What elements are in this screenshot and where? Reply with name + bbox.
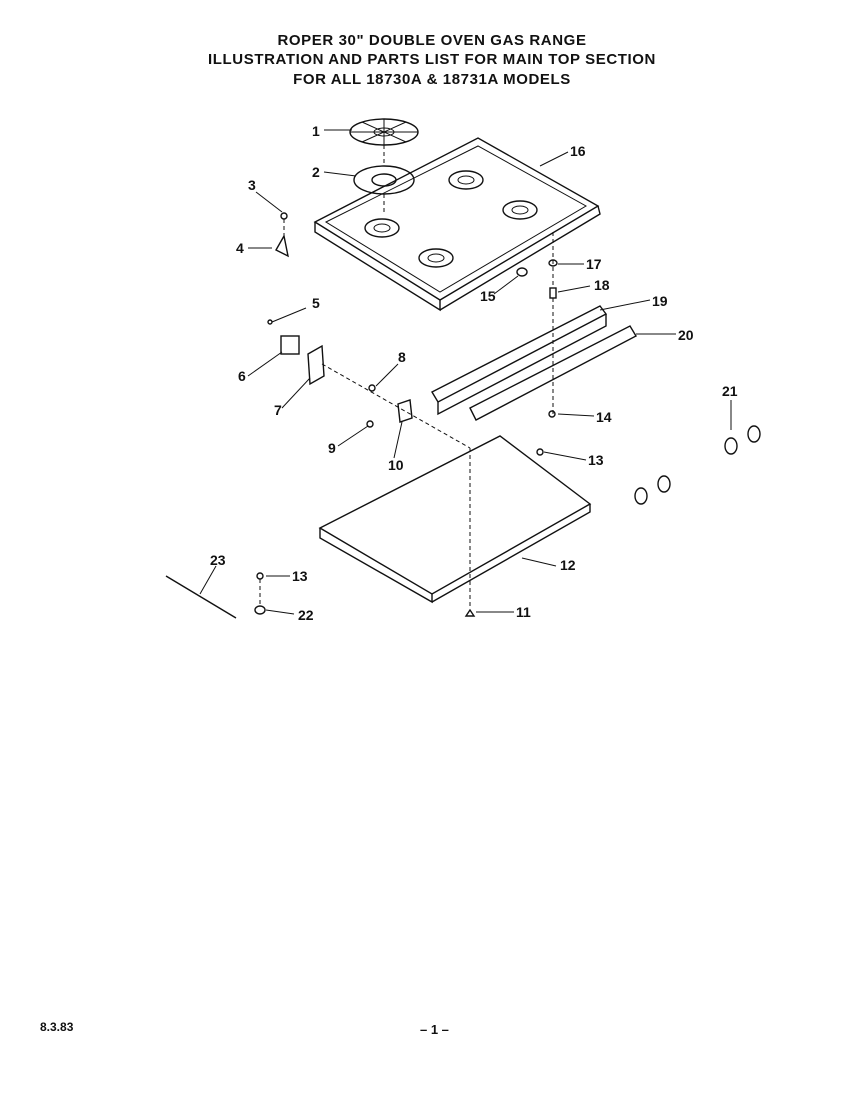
screw-8: [368, 384, 376, 392]
callout-10: 10: [388, 457, 404, 473]
callout-11: 11: [516, 604, 531, 620]
front-rail-19: [431, 305, 608, 416]
callout-1: 1: [312, 123, 320, 139]
callout-23: 23: [210, 552, 226, 568]
burner-grate: [349, 118, 419, 146]
callout-7: 7: [274, 402, 282, 418]
callout-18: 18: [594, 277, 610, 293]
assembly-lines: [259, 145, 554, 608]
callout-15: 15: [480, 288, 496, 304]
callout-5: 5: [312, 295, 320, 311]
callout-19: 19: [652, 293, 668, 309]
rod-23: [165, 575, 237, 619]
clip-22: [254, 605, 266, 615]
callout-16: 16: [570, 143, 586, 159]
callout-22: 22: [298, 607, 314, 623]
callout-12: 12: [560, 557, 576, 573]
screw-9: [366, 420, 374, 428]
callout-14: 14: [596, 409, 612, 425]
callout-13-bottom: 13: [292, 568, 308, 584]
callout-21: 21: [722, 383, 738, 399]
main-cooktop: [313, 137, 601, 312]
bracket-7: [307, 344, 325, 386]
screw-14: [548, 410, 556, 418]
callout-3: 3: [248, 177, 256, 193]
callout-2: 2: [312, 164, 320, 180]
diagram-title-line-1: ROPER 30" DOUBLE OVEN GAS RANGE: [277, 32, 587, 49]
callout-8: 8: [398, 349, 406, 365]
callout-9: 9: [328, 440, 336, 456]
rail-20: [469, 325, 637, 421]
control-knobs: [634, 425, 761, 505]
screw-13-top: [536, 448, 544, 456]
lower-panel-12: [318, 435, 592, 604]
screw-13-bottom: [256, 572, 264, 580]
diagram-title-line-2: ILLUSTRATION AND PARTS LIST FOR MAIN TOP…: [208, 51, 656, 68]
screw-3: [280, 212, 288, 220]
screw-18: [549, 287, 557, 299]
callout-6: 6: [238, 368, 246, 384]
leader-lines: [199, 129, 732, 615]
diagram-title-line-3: FOR ALL 18730A & 18731A MODELS: [293, 71, 571, 88]
screw-5: [267, 319, 273, 325]
screw-11: [464, 608, 476, 617]
bracket-10: [397, 399, 413, 423]
grommet-15: [516, 267, 528, 277]
revision-date: 8.3.83: [40, 1020, 74, 1034]
callout-4: 4: [236, 240, 244, 256]
callout-13-top: 13: [588, 452, 604, 468]
ignitor-module-6: [280, 335, 300, 355]
bracket-4: [275, 234, 289, 258]
burner-bowl: [353, 165, 415, 195]
page-number: – 1 –: [420, 1022, 449, 1037]
callout-17: 17: [586, 256, 602, 272]
callout-20: 20: [678, 327, 694, 343]
